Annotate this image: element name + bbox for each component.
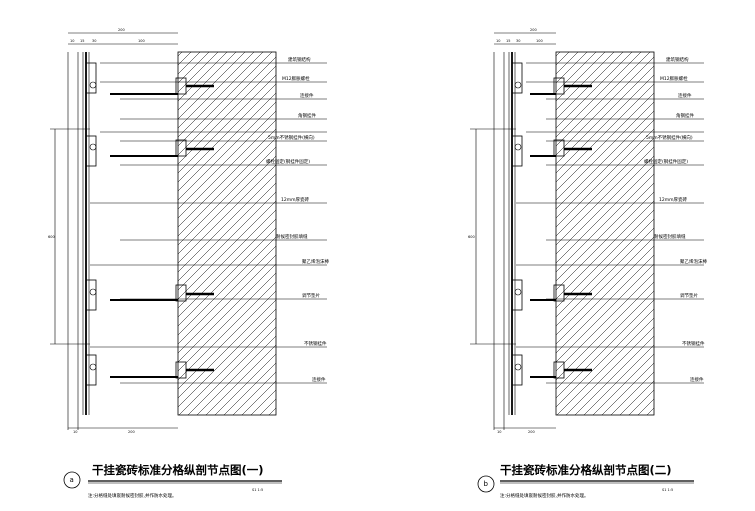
top-dim-a-3: 30 [92, 39, 96, 43]
concrete-wall [177, 51, 277, 416]
label-a-6: 螺栓固定(钢挂件固定) [266, 158, 310, 165]
label-b-4: 角钢挂件 [676, 112, 694, 119]
scale-text-a: S1 1:5 [252, 488, 263, 492]
detail-a: 600 10 15 30 100 200 10 200 [48, 28, 329, 499]
label-a-11: 不锈钢挂件 [304, 340, 327, 347]
label-b-9: 聚乙烯泡沫棒 [680, 258, 707, 265]
anchor-bracket [85, 62, 214, 95]
anchor-bracket [511, 279, 592, 311]
anchor-bracket [511, 62, 592, 95]
label-b-8: 耐候密封胶填缝 [654, 233, 686, 240]
label-b-12: 连接件 [690, 376, 704, 383]
label-b-1: 建筑钢结构 [666, 56, 689, 63]
anchor-bracket [85, 135, 214, 167]
top-dim-b-1: 10 [496, 39, 500, 43]
label-a-10: 调节垫片 [302, 292, 320, 299]
label-a-4: 角钢挂件 [298, 112, 316, 119]
scale-text-b: S1 1:5 [662, 488, 673, 492]
label-a-3: 连接件 [300, 92, 314, 99]
anchor-bracket [85, 354, 214, 386]
label-a-5: 5mm不锈钢挂件(横向) [268, 134, 315, 141]
note-b: 注:分格缝处填嵌耐候密封胶,并作防水处理。 [500, 492, 588, 499]
top-dim-b-2: 15 [506, 39, 510, 43]
label-b-2: M12膨胀螺栓 [660, 75, 688, 82]
anchor-bracket [85, 279, 214, 311]
bottom-dim-a-2: 200 [128, 430, 135, 434]
bottom-dim-b-2: 200 [528, 430, 535, 434]
bottom-dim-b-1: 10 [497, 430, 501, 434]
label-b-5: 5mm不锈钢挂件(横向) [646, 134, 693, 141]
side-dim-b: 600 [468, 235, 475, 239]
label-a-12: 连接件 [312, 376, 326, 383]
label-a-9: 聚乙烯泡沫棒 [302, 258, 329, 265]
label-b-7: 12mm厚瓷砖 [659, 196, 687, 203]
side-dim-a: 600 [48, 235, 55, 239]
detail-id-b: b [484, 480, 489, 488]
top-dim-b-3: 30 [516, 39, 520, 43]
note-a: 注:分格缝处填嵌耐候密封胶,并作防水处理。 [88, 492, 176, 499]
detail-id-a: a [70, 476, 74, 484]
top-dim-a-4: 100 [138, 39, 145, 43]
bottom-dim-a-1: 10 [73, 430, 77, 434]
top-dim-b-4: 100 [536, 39, 543, 43]
anchor-bracket [511, 135, 592, 167]
label-b-6: 螺栓固定(钢挂件固定) [644, 158, 688, 165]
label-b-10: 调节垫片 [680, 292, 698, 299]
label-a-2: M12膨胀螺栓 [282, 75, 310, 82]
concrete-wall [555, 51, 655, 416]
top-dim-a-5: 200 [118, 28, 125, 32]
detail-b: 600 10 15 30 100 200 10 200 [468, 28, 707, 499]
detail-title-b: 干挂瓷砖标准分格纵剖节点图(二) [500, 463, 672, 477]
anchor-bracket [511, 354, 592, 386]
label-a-7: 12mm厚瓷砖 [281, 196, 309, 203]
detail-marker-a [63, 471, 81, 489]
label-b-11: 不锈钢挂件 [682, 340, 705, 347]
label-a-8: 耐候密封胶填缝 [276, 233, 308, 240]
detail-marker-b [477, 475, 495, 493]
top-dim-b-5: 200 [530, 28, 537, 32]
label-b-3: 连接件 [678, 92, 692, 99]
label-a-1: 建筑钢结构 [288, 56, 311, 63]
detail-title-a: 干挂瓷砖标准分格纵剖节点图(一) [92, 463, 264, 477]
top-dim-a-2: 15 [80, 39, 84, 43]
top-dim-a-1: 10 [70, 39, 74, 43]
